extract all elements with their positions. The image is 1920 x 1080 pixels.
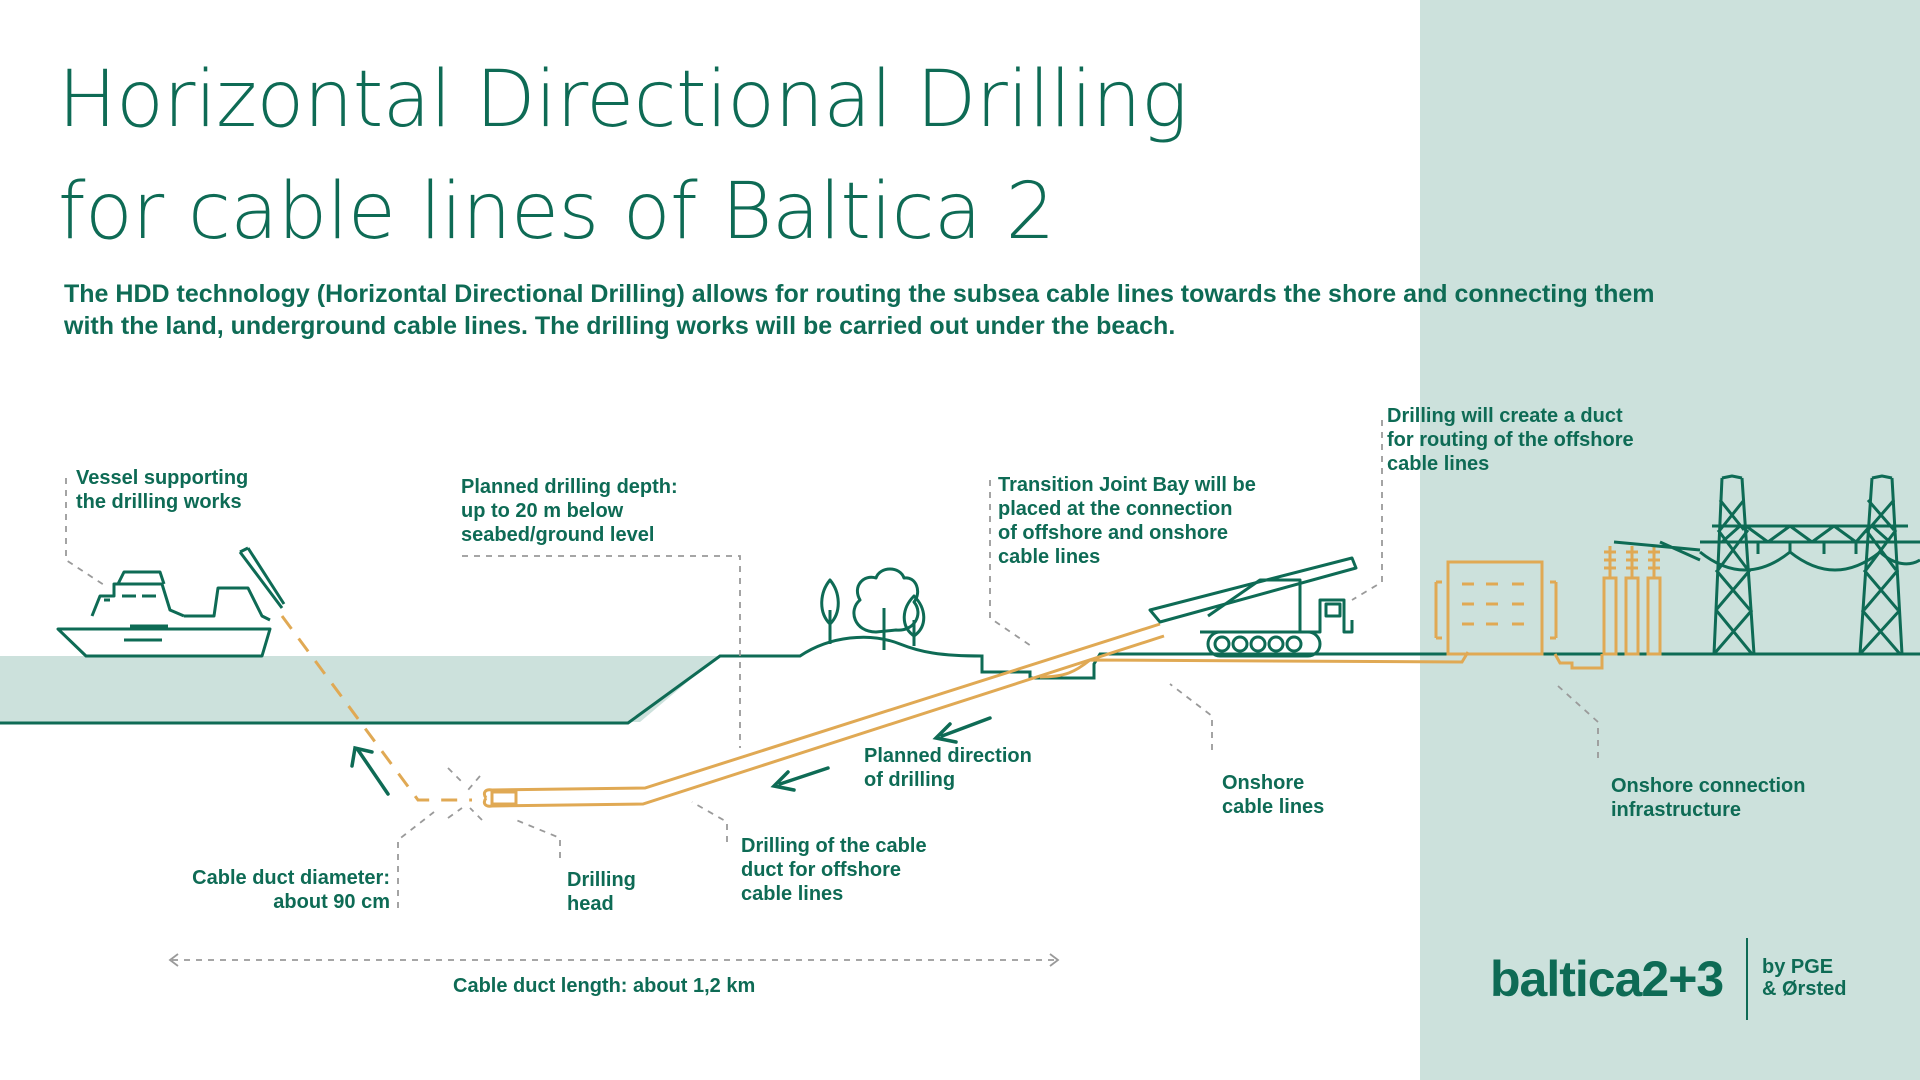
page-subtitle: The HDD technology (Horizontal Direction… [64,278,1844,342]
label-drilling-direction: Planned direction of drilling [864,745,1032,791]
sea-area [0,656,718,722]
ground-line [0,635,1920,725]
pylon-icon [1613,474,1920,656]
title-line-2: for cable lines of Baltica 2 [58,167,1055,257]
label-onshore-infrastructure: Onshore connection infrastructure [1611,775,1806,821]
label-duct-drilling: Drilling of the cable duct for offshore … [741,835,927,905]
right-panel-background [1420,0,1920,1080]
label-vessel: Vessel supporting the drilling works [76,467,249,513]
title-line-1: Horizontal Directional Drilling [58,55,1188,145]
page-title: Horizontal Directional Drilling for cabl… [58,44,1188,268]
vessel-icon [56,546,286,658]
logo-byline: by PGE & Ørsted [1762,956,1847,1000]
cable-duct [482,622,1165,808]
length-arrow-left [168,953,179,967]
label-transition-joint-bay: Transition Joint Bay will be placed at t… [998,474,1256,568]
subtitle-line-1: The HDD technology (Horizontal Direction… [64,280,1655,308]
trees-icon [820,567,926,650]
subtitle-line-2: with the land, underground cable lines. … [64,312,1176,340]
label-duct-creation: Drilling will create a duct for routing … [1387,405,1634,475]
pilot-path [280,615,472,802]
arrow-icon [350,716,992,796]
label-drilling-depth: Planned drilling depth: up to 20 m below… [461,476,678,546]
logo-wordmark: baltica2+3 [1490,951,1724,1007]
label-duct-length: Cable duct length: about 1,2 km [453,975,756,997]
substation-icon [1434,546,1662,656]
logo-divider [1746,938,1748,1020]
onshore-cable-lines [1039,651,1604,679]
label-duct-diameter: Cable duct diameter: about 90 cm [192,867,390,913]
label-onshore-cable-lines: Onshore cable lines [1222,772,1325,818]
length-arrow-right [1049,953,1060,967]
leader-lines [65,420,1599,961]
label-drilling-head: Drilling head [567,869,636,915]
drilling-rig-icon [1148,556,1358,658]
